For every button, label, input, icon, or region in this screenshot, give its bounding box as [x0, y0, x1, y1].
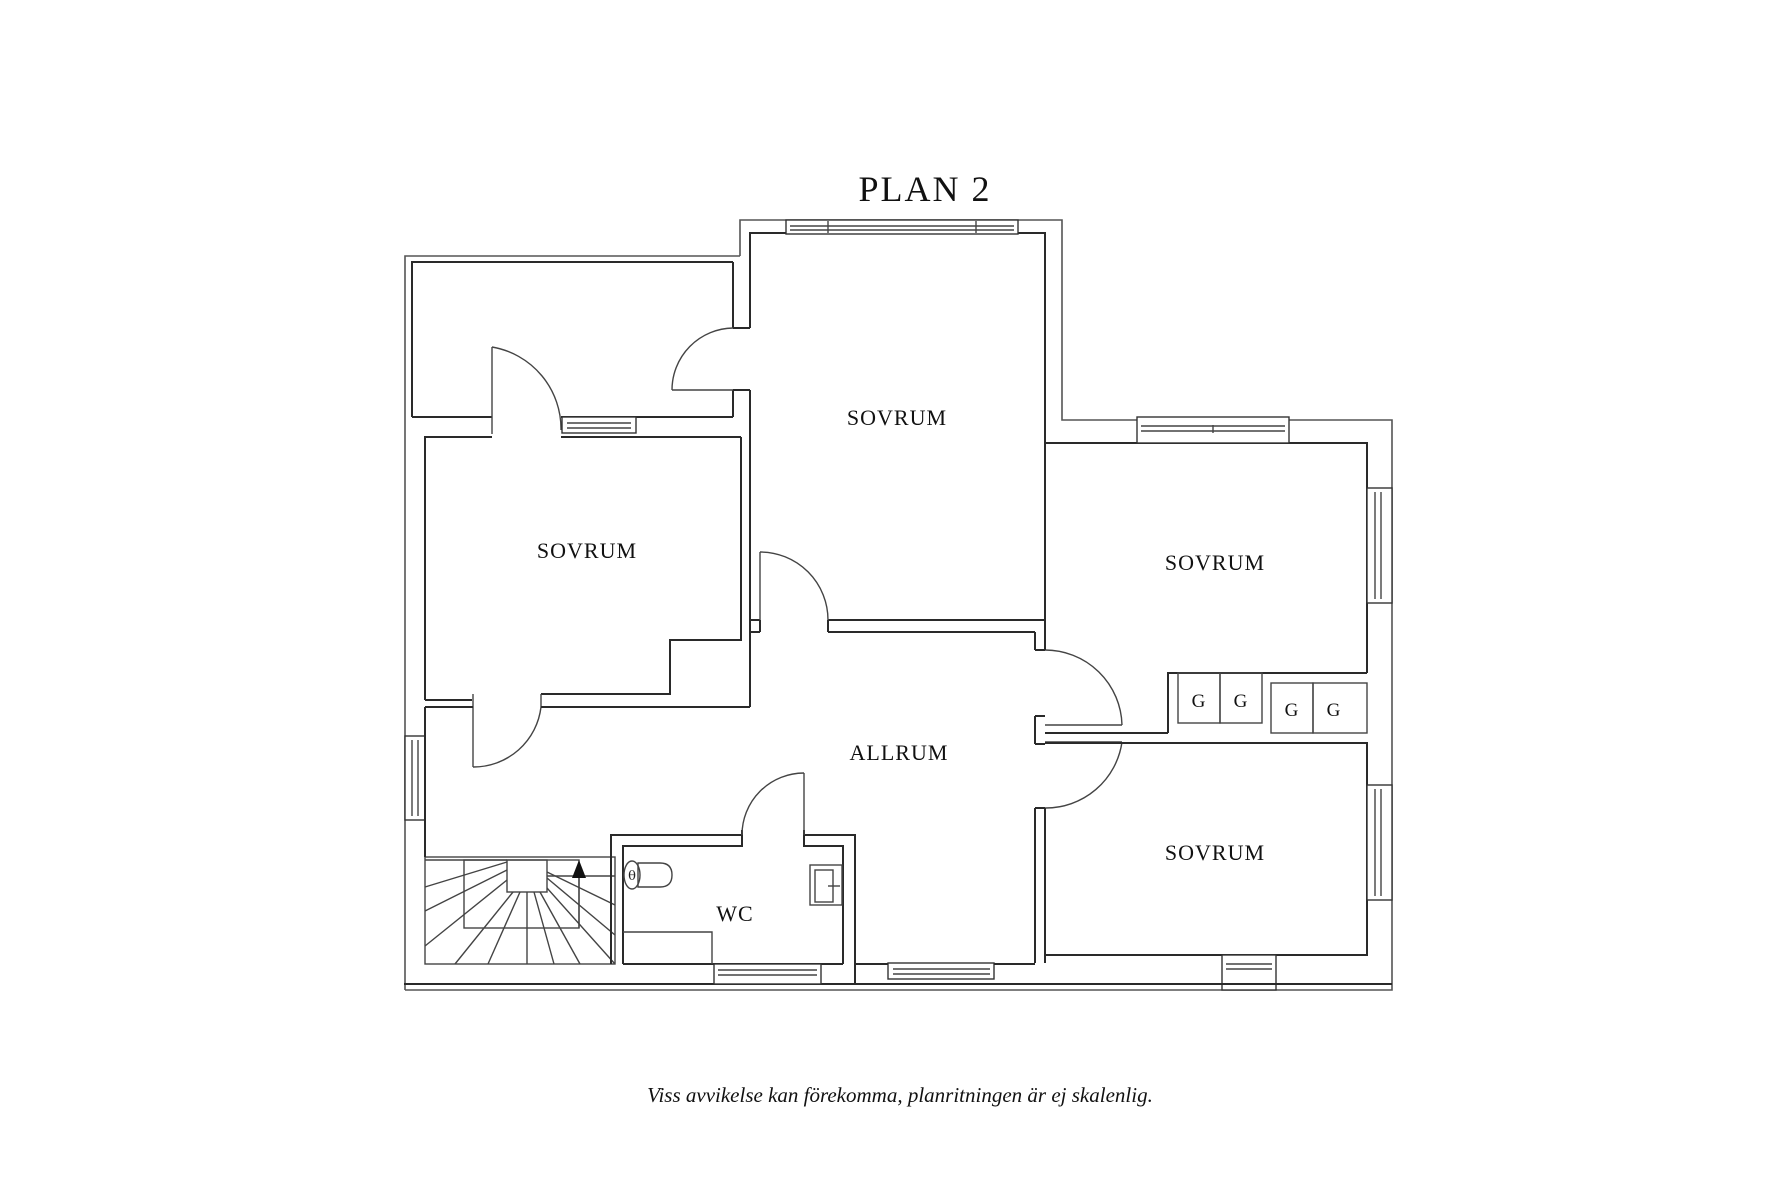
room-sovrum-right-upper: SOVRUM	[1044, 416, 1393, 734]
room-sovrum-right-lower: SOVRUM	[1045, 742, 1393, 991]
room-sovrum-top: SOVRUM	[749, 219, 1046, 621]
room-label: SOVRUM	[847, 405, 947, 430]
room-sovrum-left: SOVRUM	[424, 436, 742, 701]
window	[1366, 487, 1393, 604]
door-sovrum-left	[425, 620, 751, 768]
wardrobes: G G G G	[1177, 672, 1368, 734]
toilet-icon	[623, 860, 641, 890]
storage-room	[411, 261, 750, 434]
staircase	[424, 856, 616, 965]
room-label: ALLRUM	[850, 740, 949, 765]
disclaimer-text: Viss avvikelse kan förekomma, planritnin…	[647, 1083, 1153, 1107]
room-label: SOVRUM	[537, 538, 637, 563]
toilet-symbol: θ	[628, 869, 636, 884]
room-label: SOVRUM	[1165, 840, 1265, 865]
wardrobe-label: G	[1192, 691, 1207, 712]
window	[713, 963, 822, 985]
wardrobe-label: G	[1234, 691, 1249, 712]
window	[404, 735, 426, 821]
door-sovrum-top	[750, 551, 1036, 650]
room-wc: θ WC	[404, 772, 1392, 985]
room-label: WC	[716, 901, 753, 926]
window	[1366, 784, 1393, 901]
stair-direction-arrow-icon	[572, 860, 586, 878]
window	[785, 219, 1019, 235]
wardrobe-label: G	[1327, 700, 1342, 721]
plan-title: PLAN 2	[858, 169, 992, 209]
window	[561, 416, 637, 434]
sink-icon	[809, 864, 843, 906]
wardrobe-label: G	[1285, 700, 1300, 721]
room-label: SOVRUM	[1165, 550, 1265, 575]
right-partition	[1034, 620, 1123, 963]
window	[887, 962, 995, 980]
